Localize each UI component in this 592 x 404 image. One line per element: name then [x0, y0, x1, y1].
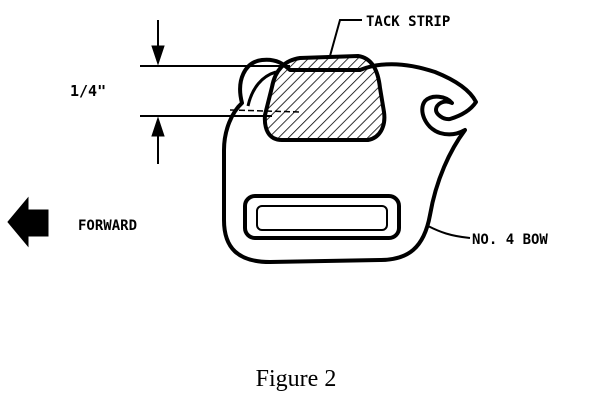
label-dimension: 1/4" — [70, 82, 106, 100]
figure-caption: Figure 2 — [255, 366, 337, 392]
bow-slot — [243, 194, 401, 240]
tack-strip — [262, 53, 387, 142]
tack-strip-leader — [329, 19, 362, 57]
bow-outline — [222, 57, 478, 264]
label-bow: NO. 4 BOW — [472, 232, 548, 248]
dimension-arrows — [151, 20, 165, 164]
forward-arrow-icon — [7, 196, 49, 248]
bow-leader — [427, 225, 471, 239]
label-forward: FORWARD — [78, 218, 137, 234]
label-tack-strip: TACK STRIP — [366, 14, 450, 30]
bow-inner-wall — [246, 70, 277, 107]
